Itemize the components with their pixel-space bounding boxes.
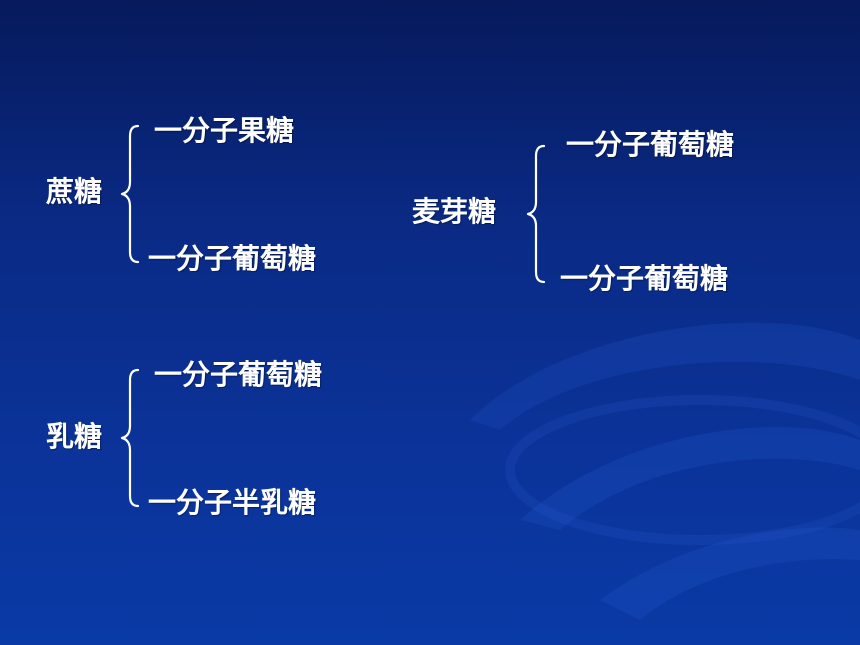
sucrose-brace bbox=[120, 124, 140, 264]
lactose-part-galactose: 一分子半乳糖 bbox=[148, 486, 317, 519]
sucrose-label: 蔗糖 bbox=[46, 175, 103, 208]
sucrose-part-fructose: 一分子果糖 bbox=[154, 114, 295, 147]
lactose-brace bbox=[120, 368, 140, 508]
maltose-label: 麦芽糖 bbox=[412, 195, 497, 228]
sucrose-part-glucose: 一分子葡萄糖 bbox=[148, 242, 317, 275]
lactose-part-glucose: 一分子葡萄糖 bbox=[154, 358, 323, 391]
maltose-part-glucose-2: 一分子葡萄糖 bbox=[560, 262, 729, 295]
lactose-label: 乳糖 bbox=[46, 420, 103, 453]
maltose-brace bbox=[526, 144, 546, 284]
maltose-part-glucose-1: 一分子葡萄糖 bbox=[566, 128, 735, 161]
